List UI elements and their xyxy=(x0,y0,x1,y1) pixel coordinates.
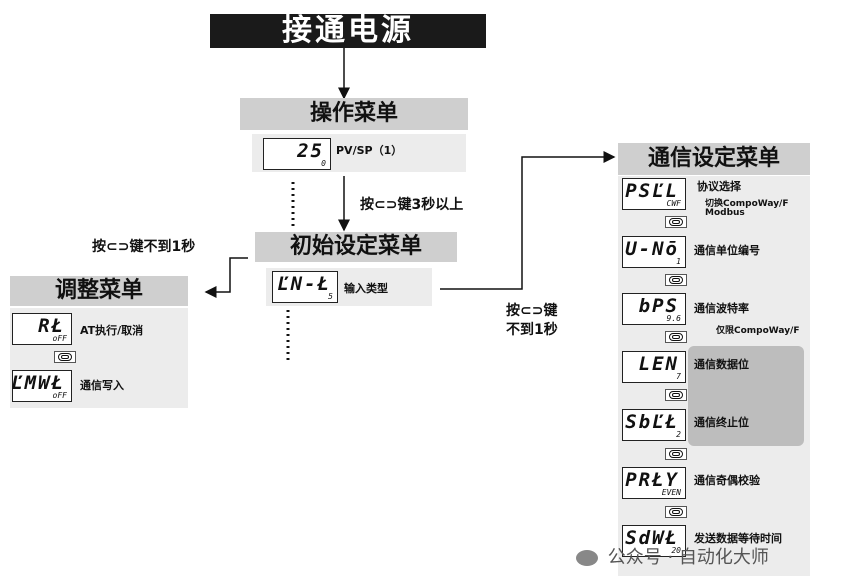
adjust-display-at: RŁ oFF xyxy=(12,313,72,345)
comm-label-bps: 通信波特率 xyxy=(694,302,749,315)
comm-label-unit: 通信单位编号 xyxy=(694,244,760,257)
display-sub: 7 xyxy=(676,372,681,381)
comm-display-len: LEN 7 xyxy=(622,351,686,383)
comm-protocol-modbus: Modbus xyxy=(705,208,745,218)
short-press-note-right-2: 不到1秒 xyxy=(506,322,558,338)
display-sub: 20 xyxy=(671,546,681,555)
hold-key-note: 按⊂⊃键3秒以上 xyxy=(360,197,464,213)
mode-key-icon xyxy=(665,448,687,460)
operation-label: PV/SP（1） xyxy=(336,144,403,157)
display-main: U-Nō xyxy=(625,238,679,260)
comm-label-sdwt: 发送数据等待时间 xyxy=(694,532,782,545)
adjust-menu-title: 调整菜单 xyxy=(10,276,188,306)
comm-label-len: 通信数据位 xyxy=(694,358,749,371)
display-main: 25 xyxy=(297,140,324,162)
initial-display: ĽN-Ł 5 xyxy=(272,271,338,303)
comm-menu-title: 通信设定菜单 xyxy=(618,143,810,175)
comm-label-sbit: 通信终止位 xyxy=(694,416,749,429)
mode-key-icon xyxy=(54,351,76,363)
comm-display-sbit: SbĽŁ 2 xyxy=(622,409,686,441)
display-sub: oFF xyxy=(52,391,67,400)
operation-menu-title: 操作菜单 xyxy=(240,98,468,130)
short-press-note-right-1: 按⊂⊃键 xyxy=(506,303,558,319)
compoway-only-note: 仅限CompoWay/F xyxy=(716,326,800,336)
comm-display-prty: PRŁY EVEN xyxy=(622,467,686,499)
comm-label-prty: 通信奇偶校验 xyxy=(694,474,760,487)
comm-display-psel: PSĽL CWF xyxy=(622,178,686,210)
display-sub: 2 xyxy=(676,430,681,439)
comm-protocol-switch: 切换CompoWay/F xyxy=(705,199,789,209)
display-main: ĽMWŁ xyxy=(11,372,65,394)
watermark-text: 公众号 · 自动化大师 xyxy=(607,547,769,568)
comm-display-sdwt: SdWŁ 20 xyxy=(622,525,686,557)
display-sub: 1 xyxy=(676,257,681,266)
display-main: RŁ xyxy=(38,315,65,337)
display-main: bPS xyxy=(638,295,679,317)
adjust-display-cmwt: ĽMWŁ oFF xyxy=(11,370,72,402)
display-main: SdWŁ xyxy=(625,527,679,549)
mode-key-icon xyxy=(665,506,687,518)
adjust-label-at: AT执行/取消 xyxy=(80,324,144,337)
display-sub: 9.6 xyxy=(666,314,681,323)
comm-display-unit: U-Nō 1 xyxy=(622,236,686,268)
wechat-icon xyxy=(576,550,598,566)
display-sub: oFF xyxy=(52,334,67,343)
initial-menu-title: 初始设定菜单 xyxy=(255,232,457,262)
mode-key-icon xyxy=(665,389,687,401)
display-main: PRŁY xyxy=(625,469,679,491)
comm-label-protocol: 协议选择 xyxy=(697,180,741,193)
display-sub: 0 xyxy=(321,159,326,168)
display-main: ĽN-Ł xyxy=(277,273,331,295)
mode-key-icon xyxy=(665,274,687,286)
mode-key-icon xyxy=(665,331,687,343)
comm-display-bps: bPS 9.6 xyxy=(622,293,686,325)
display-main: SbĽŁ xyxy=(625,411,679,433)
mode-key-icon xyxy=(665,216,687,228)
watermark: 公众号 · 自动化大师 xyxy=(576,543,769,569)
adjust-label-cmwt: 通信写入 xyxy=(80,379,124,392)
compoway-only-region xyxy=(688,346,804,446)
display-main: LEN xyxy=(638,353,679,375)
operation-display: 25 0 xyxy=(263,138,331,170)
display-main: PSĽL xyxy=(625,180,679,202)
initial-label: 输入类型 xyxy=(344,282,388,295)
display-sub: CWF xyxy=(666,199,681,208)
power-on-title: 接通电源 xyxy=(210,14,486,48)
short-press-note-left: 按⊂⊃键不到1秒 xyxy=(92,239,196,255)
display-sub: EVEN xyxy=(661,488,681,497)
display-sub: 5 xyxy=(328,292,333,301)
